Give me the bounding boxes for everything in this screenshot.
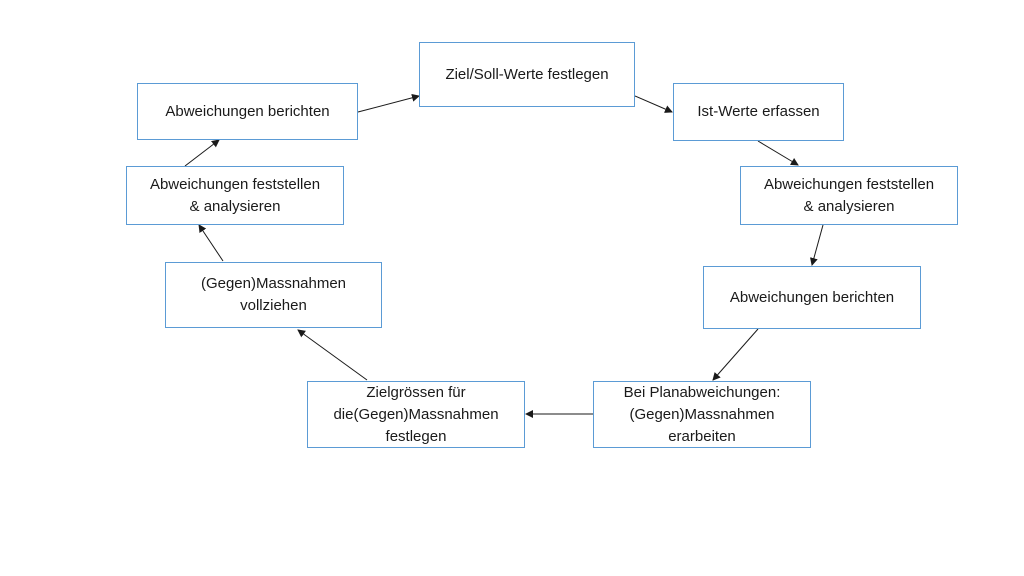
node-bei-planabweichungen: Bei Planabweichungen: (Gegen)Massnahmen … [593, 381, 811, 448]
edge-n8-n9 [184, 139, 220, 167]
edge-n2-n3 [757, 140, 799, 166]
node-abweichungen-feststellen-right: Abweichungen feststellen & analysieren [740, 166, 958, 225]
node-abweichungen-berichten-left: Abweichungen berichten [137, 83, 358, 140]
node-gegenmassnahmen-vollziehen: (Gegen)Massnahmen vollziehen [165, 262, 382, 328]
edge-n6-n7 [297, 329, 368, 381]
node-abweichungen-berichten-right: Abweichungen berichten [703, 266, 921, 329]
edge-n7-n8 [198, 224, 224, 262]
edge-n3-n4 [809, 224, 824, 266]
node-ist-werte-erfassen: Ist-Werte erfassen [673, 83, 844, 141]
edge-n9-n1 [357, 93, 420, 113]
edge-n4-n5 [712, 328, 759, 381]
node-abweichungen-feststellen-left: Abweichungen feststellen & analysieren [126, 166, 344, 225]
node-zielgroessen-festlegen: Zielgrössen für die(Gegen)Massnahmen fes… [307, 381, 525, 448]
node-ziel-soll-werte-festlegen: Ziel/Soll-Werte festlegen [419, 42, 635, 107]
edge-n1-n2 [634, 95, 673, 113]
